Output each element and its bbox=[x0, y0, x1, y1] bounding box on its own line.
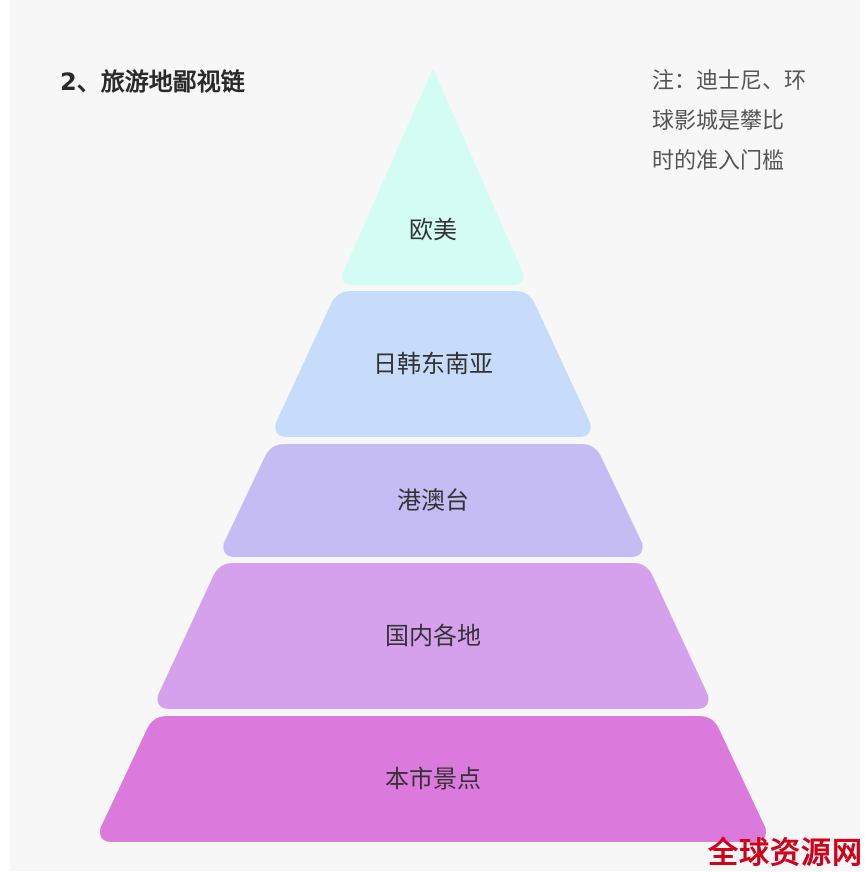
pyramid-level-4 bbox=[157, 563, 709, 709]
watermark-logo: 全球资源网 bbox=[708, 836, 863, 871]
pyramid-level-3 bbox=[223, 444, 643, 557]
pyramid-level-5 bbox=[100, 716, 766, 842]
note-line: 球影城是攀比 bbox=[652, 109, 785, 134]
page-title: 2、旅游地鄙视链 bbox=[60, 68, 245, 96]
pyramid-label-4: 国内各地 bbox=[385, 622, 481, 650]
pyramid-level-1 bbox=[342, 68, 524, 285]
pyramid-label-2: 日韩东南亚 bbox=[373, 350, 493, 378]
note-line: 注：迪士尼、环 bbox=[652, 69, 807, 94]
pyramid-label-1: 欧美 bbox=[409, 216, 457, 244]
note-line: 时的准入门槛 bbox=[652, 149, 785, 174]
note-text: 注：迪士尼、环 球影城是攀比 时的准入门槛 bbox=[652, 62, 812, 182]
pyramid-label-5: 本市景点 bbox=[385, 765, 481, 793]
pyramid-label-3: 港澳台 bbox=[397, 487, 469, 515]
pyramid-level-2 bbox=[275, 291, 591, 437]
